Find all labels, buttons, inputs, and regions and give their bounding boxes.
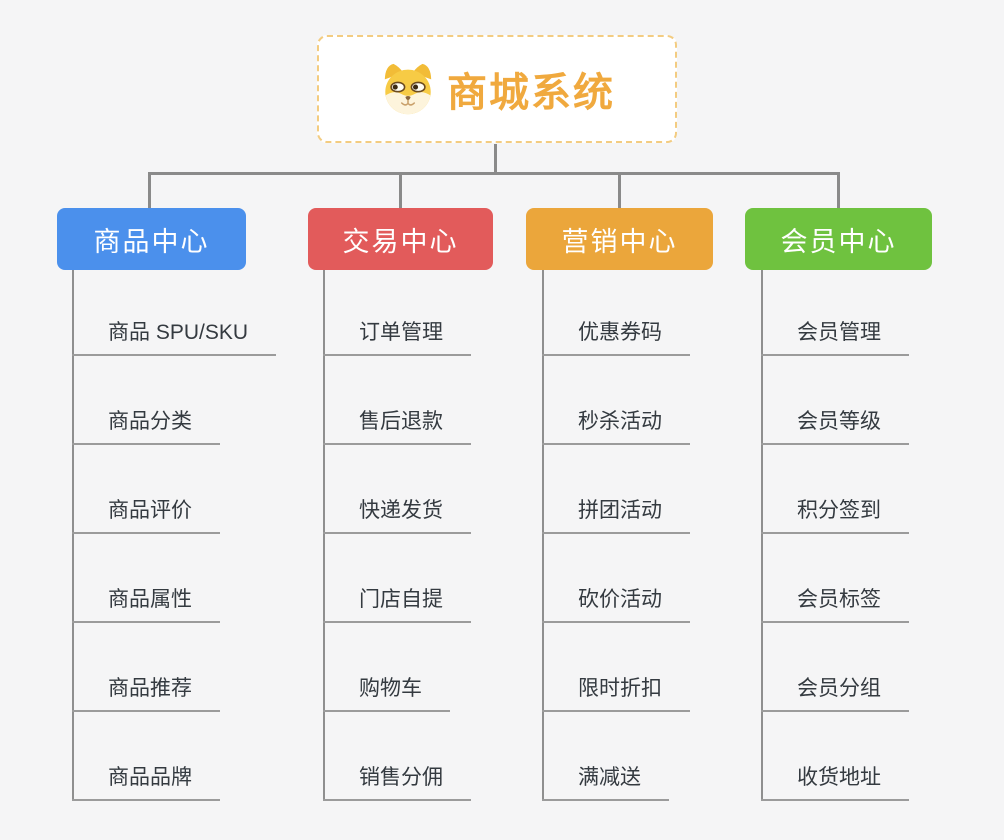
dog-face-icon [384, 63, 432, 115]
leaf-topic[interactable]: 商品分类 [72, 410, 220, 445]
leaf-topic[interactable]: 会员管理 [761, 321, 909, 356]
leaf-topic[interactable]: 砍价活动 [542, 588, 690, 623]
connector-root-stub [494, 144, 497, 173]
leaf-topic[interactable]: 会员标签 [761, 588, 909, 623]
connector-drop [148, 172, 151, 210]
branch-trunk-line [761, 270, 763, 801]
branch-topic-marketing[interactable]: 营销中心 [526, 208, 713, 270]
root-topic-title: 商城系统 [447, 71, 615, 115]
connector-drop [399, 172, 402, 210]
branch-topic-member[interactable]: 会员中心 [745, 208, 932, 270]
connector-rail [148, 172, 840, 175]
leaf-topic[interactable]: 限时折扣 [542, 677, 690, 712]
leaf-topic[interactable]: 售后退款 [323, 410, 471, 445]
leaf-topic[interactable]: 秒杀活动 [542, 410, 690, 445]
leaf-topic[interactable]: 优惠券码 [542, 321, 690, 356]
leaf-topic[interactable]: 商品品牌 [72, 766, 220, 801]
leaf-topic[interactable]: 快递发货 [323, 499, 471, 534]
leaf-topic[interactable]: 积分签到 [761, 499, 909, 534]
leaf-topic[interactable]: 会员等级 [761, 410, 909, 445]
leaf-topic[interactable]: 商品属性 [72, 588, 220, 623]
branch-trunk-line [323, 270, 325, 801]
leaf-topic[interactable]: 订单管理 [323, 321, 471, 356]
root-topic[interactable]: 商城系统 [317, 35, 677, 143]
leaf-topic[interactable]: 商品 SPU/SKU [72, 321, 277, 356]
leaf-topic[interactable]: 购物车 [323, 677, 450, 712]
connector-drop [837, 172, 840, 210]
branch-trunk-line [542, 270, 544, 801]
leaf-topic[interactable]: 销售分佣 [323, 766, 471, 801]
branch-topic-products[interactable]: 商品中心 [57, 208, 246, 270]
leaf-topic[interactable]: 门店自提 [323, 588, 471, 623]
leaf-topic[interactable]: 会员分组 [761, 677, 909, 712]
leaf-topic[interactable]: 满减送 [542, 766, 669, 801]
branch-topic-trade[interactable]: 交易中心 [308, 208, 493, 270]
leaf-topic[interactable]: 商品推荐 [72, 677, 220, 712]
connector-drop [618, 172, 621, 210]
leaf-topic[interactable]: 拼团活动 [542, 499, 690, 534]
leaf-topic[interactable]: 商品评价 [72, 499, 220, 534]
branch-trunk-line [72, 270, 74, 801]
leaf-topic[interactable]: 收货地址 [761, 766, 909, 801]
